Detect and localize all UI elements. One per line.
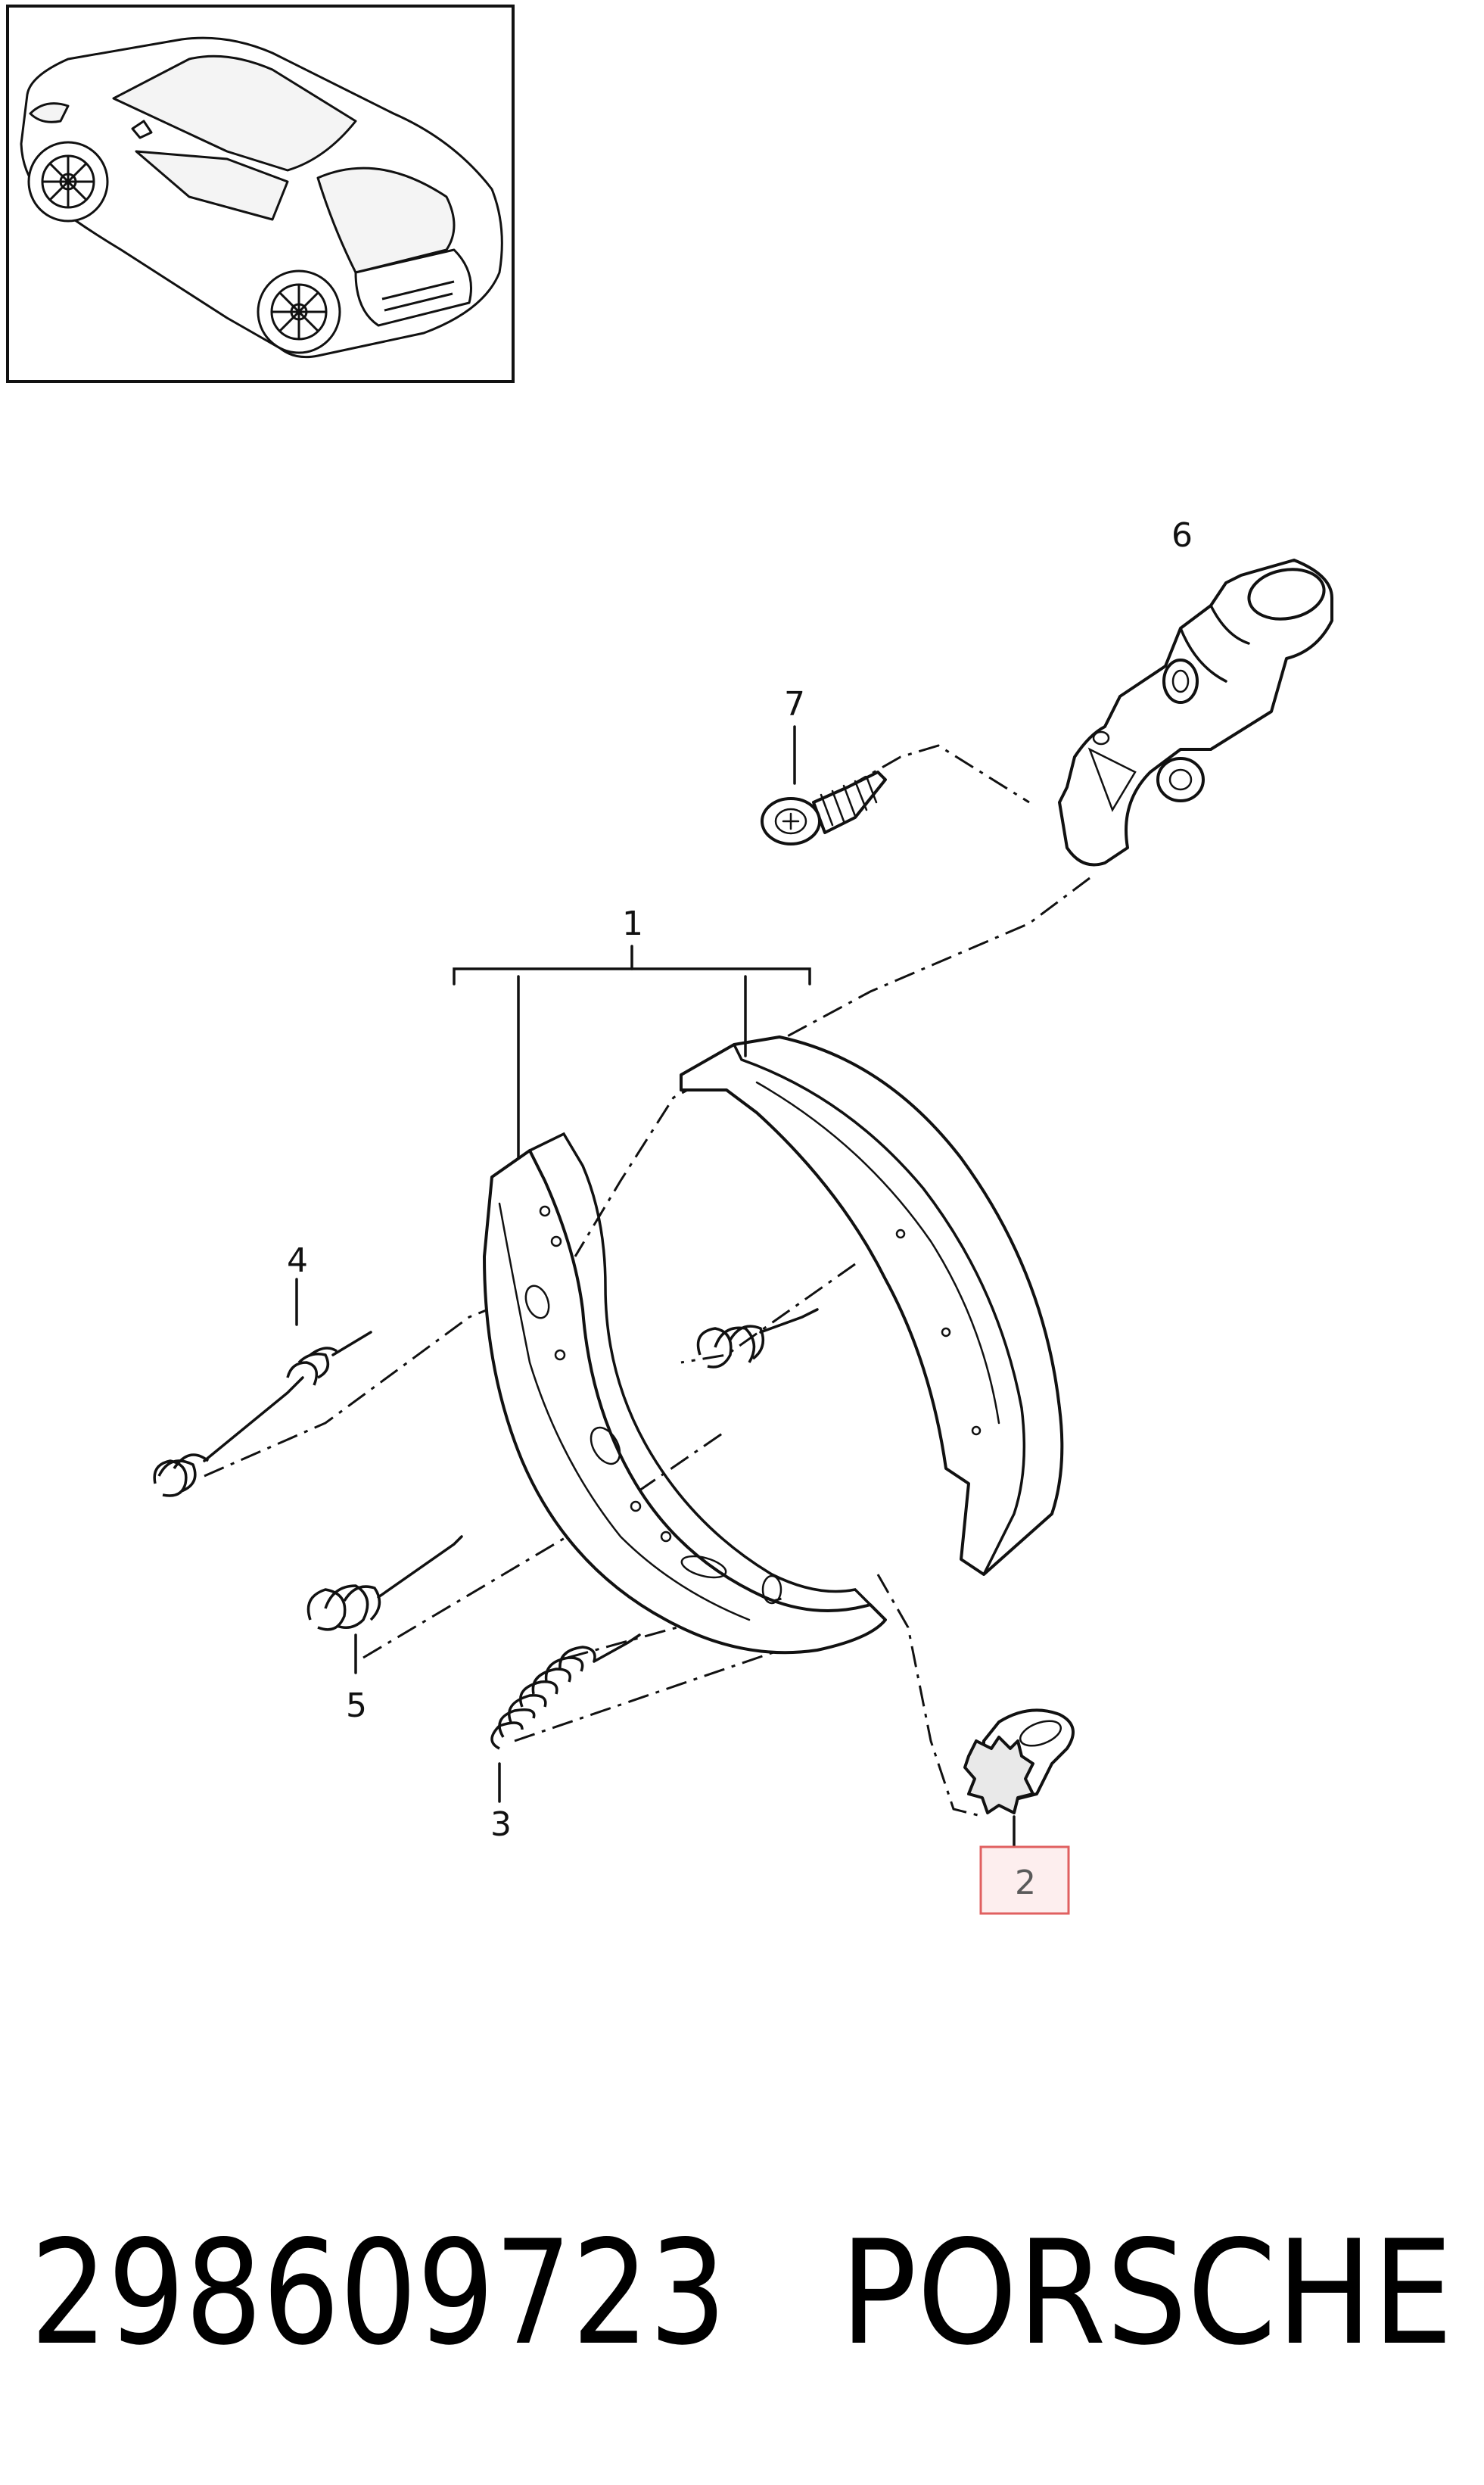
callout-labels: 1 6 7 4 5 3	[287, 516, 1193, 1844]
spring-center	[696, 1308, 819, 1369]
part-code: 298609723	[30, 2209, 726, 2377]
adjuster-pin	[963, 1708, 1075, 1848]
footer: 298609723 PORSCHE	[30, 2209, 1453, 2377]
brake-shoe-left	[483, 1132, 887, 1655]
bolt	[761, 725, 887, 845]
callout-2-highlight[interactable]: 2	[979, 1845, 1070, 1915]
brake-shoe-right	[680, 1035, 1064, 1576]
callout-3: 3	[490, 1805, 512, 1844]
car-illustration	[20, 36, 503, 359]
callout-6: 6	[1171, 516, 1193, 555]
callout-4: 4	[287, 1241, 308, 1280]
callout-1-bracket	[453, 945, 811, 1160]
spring-coil	[490, 1633, 641, 1803]
parking-brake-lever	[1058, 559, 1333, 867]
callout-5: 5	[346, 1686, 367, 1725]
highlight-box	[979, 1845, 1070, 1915]
callout-1: 1	[622, 905, 643, 943]
spring-short	[306, 1535, 463, 1674]
vehicle-thumbnail	[6, 5, 515, 383]
spring-long	[153, 1278, 372, 1497]
brand-name: PORSCHE	[840, 2209, 1453, 2377]
callout-2: 2	[1015, 1864, 1036, 1902]
callout-7: 7	[784, 685, 805, 724]
